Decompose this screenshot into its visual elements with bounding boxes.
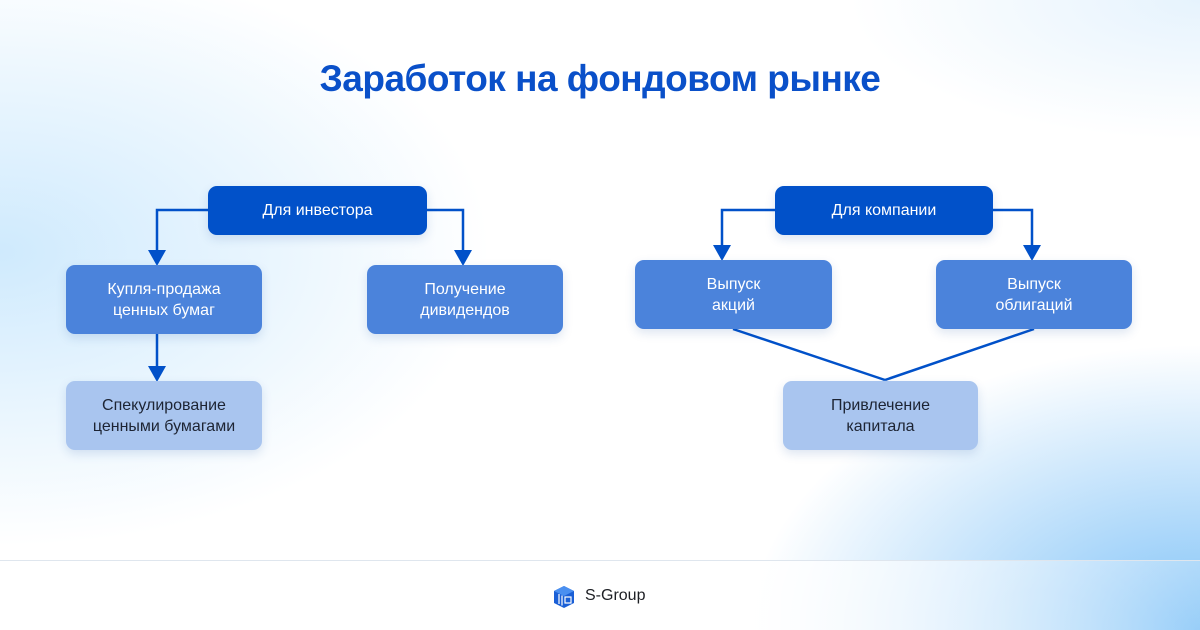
- arrowhead-icon: [148, 366, 166, 382]
- arrow-company-shares: [720, 208, 775, 247]
- node-label: Спекулирование: [102, 396, 226, 414]
- node-label: ценными бумагами: [92, 417, 236, 435]
- investor-root-node: Для инвестора: [208, 186, 427, 235]
- node-label: Привлечение: [830, 396, 931, 414]
- node-label: ценных бумаг: [113, 301, 215, 319]
- shares-node: Выпуск акций: [635, 260, 832, 329]
- dividends-node: Получение дивидендов: [367, 265, 563, 334]
- capital-node: Привлечение капитала: [783, 381, 978, 450]
- node-label: акций: [712, 296, 755, 314]
- trade-node: Купля-продажа ценных бумаг: [66, 265, 262, 334]
- brand-logo: S-Group: [551, 583, 645, 609]
- arrowhead-icon: [1023, 245, 1041, 261]
- s-group-logo-icon: [554, 586, 574, 608]
- node-label: дивидендов: [420, 301, 510, 319]
- arrowhead-icon: [148, 250, 166, 266]
- node-label: Выпуск: [1007, 275, 1061, 293]
- node-label: Для инвестора: [262, 202, 373, 219]
- company-root-node: Для компании: [775, 186, 993, 235]
- speculation-node: Спекулирование ценными бумагами: [66, 381, 262, 450]
- arrow-investor-trade: [155, 208, 208, 252]
- bonds-node: Выпуск облигаций: [936, 260, 1132, 329]
- node-label: капитала: [846, 417, 915, 435]
- arrowhead-icon: [713, 245, 731, 261]
- arrow-company-bonds: [993, 208, 1034, 247]
- node-label: Выпуск: [706, 275, 761, 293]
- arrowhead-icon: [454, 250, 472, 266]
- node-label: Получение: [424, 280, 506, 298]
- arrow-investor-dividends: [427, 208, 465, 252]
- line-bonds-capital: [884, 327, 1035, 382]
- page-title: Заработок на фондовом рынке: [319, 58, 881, 99]
- footer: [0, 560, 1200, 630]
- node-label: Купля-продажа: [107, 280, 221, 298]
- node-label: облигаций: [995, 296, 1073, 314]
- node-label: Для компании: [831, 202, 937, 219]
- brand-name: S-Group: [585, 587, 646, 604]
- line-shares-capital: [732, 327, 886, 382]
